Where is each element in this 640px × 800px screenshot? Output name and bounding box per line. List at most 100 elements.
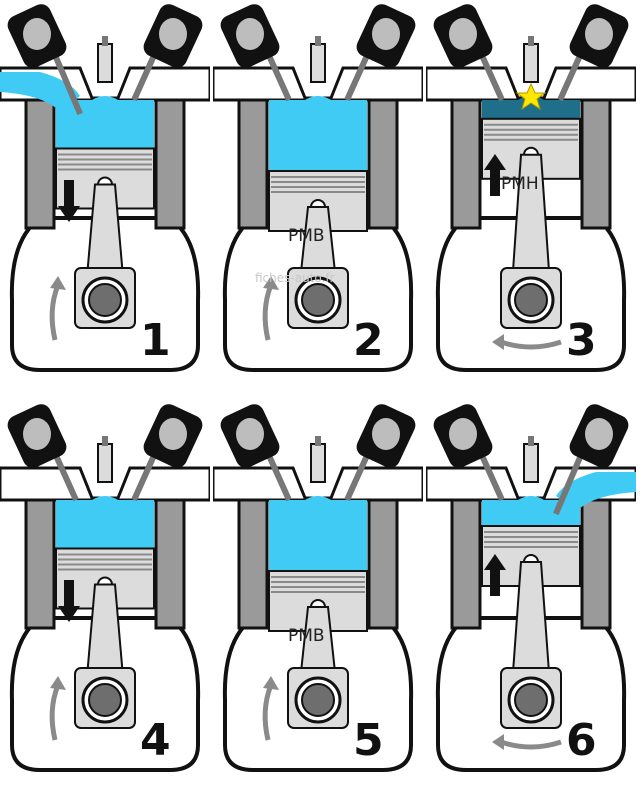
combustion-chamber: [269, 96, 367, 171]
position-label: PMH: [501, 174, 539, 194]
intake-rocker-cap: [236, 418, 264, 450]
engine-stroke-4: 4: [0, 404, 212, 772]
spark-plug: [97, 443, 113, 483]
position-label: PMB: [288, 226, 325, 246]
step-number: 5: [353, 715, 384, 766]
spark-icon: [515, 82, 547, 111]
cylinder-wall-left: [450, 98, 482, 230]
intake-flow: [0, 72, 80, 112]
crank-pin: [301, 683, 335, 717]
spark-plug: [523, 43, 539, 83]
panel-3: PMH 3: [424, 0, 638, 395]
rotation-arrow: [500, 739, 562, 750]
spark-plug-tip: [315, 436, 321, 446]
piston-arrow-head: [58, 606, 80, 622]
step-number: 6: [566, 715, 597, 766]
rotation-arrow: [49, 684, 61, 741]
watermark: fiches-auto.fr: [255, 271, 335, 285]
spark-plug-tip: [528, 436, 534, 446]
cylinder-wall-right: [367, 498, 399, 630]
cylinder-wall-right: [580, 98, 612, 230]
exhaust-rocker-cap: [159, 418, 187, 450]
piston-arrow-head: [484, 554, 506, 570]
panel-2: PMB 2: [211, 0, 425, 395]
cylinder-wall-left: [450, 498, 482, 630]
cylinder-wall-right: [580, 498, 612, 630]
intake-rocker-cap: [236, 18, 264, 50]
rotation-arrow-head: [263, 676, 279, 690]
rotation-arrow: [262, 284, 274, 341]
combustion-chamber: [56, 96, 154, 149]
cylinder-wall-right: [367, 98, 399, 230]
rotation-arrow: [500, 339, 562, 350]
engine-stroke-1: 1: [0, 4, 212, 372]
crank-pin: [88, 683, 122, 717]
engine-stroke-2: PMB 2: [211, 4, 425, 372]
intake-rocker-cap: [449, 418, 477, 450]
combustion-chamber: [482, 496, 580, 526]
combustion-chamber: [482, 96, 580, 119]
piston-arrow-shaft: [64, 180, 74, 208]
rotation-arrow-head: [50, 276, 66, 290]
crank-pin: [88, 283, 122, 317]
exhaust-rocker-cap: [372, 18, 400, 50]
cylinder-wall-right: [154, 498, 186, 630]
step-number: 3: [566, 315, 597, 366]
spark-plug-tip: [315, 36, 321, 46]
panel-6: 6: [424, 400, 638, 795]
cylinder-wall-left: [24, 98, 56, 230]
spark-plug: [310, 43, 326, 83]
cylinder-wall-left: [24, 498, 56, 630]
engine-drawing: PMB 5: [211, 404, 425, 772]
exhaust-rocker-cap: [159, 18, 187, 50]
intake-rocker-cap: [449, 18, 477, 50]
rotation-arrow: [49, 284, 61, 341]
engine-drawing: 4: [0, 404, 212, 772]
piston-arrow-head: [484, 154, 506, 170]
piston-arrow-shaft: [490, 568, 500, 596]
intake-rocker-cap: [23, 418, 51, 450]
spark-plug-tip: [102, 436, 108, 446]
step-number: 4: [140, 715, 171, 766]
spark-plug-tip: [528, 36, 534, 46]
step-number: 2: [353, 315, 384, 366]
piston-arrow-head: [58, 206, 80, 222]
engine-stroke-3: PMH 3: [424, 4, 638, 372]
watermark-text: fiches-auto.fr: [255, 271, 335, 285]
engine-drawing: PMH 3: [424, 4, 638, 372]
intake-rocker-cap: [23, 18, 51, 50]
cylinder-wall-left: [237, 498, 269, 630]
step-number: 1: [140, 315, 171, 366]
exhaust-rocker-cap: [372, 418, 400, 450]
spark-plug: [97, 43, 113, 83]
rotation-arrow-head: [492, 334, 504, 350]
piston-arrow-shaft: [490, 168, 500, 196]
position-label: PMB: [288, 626, 325, 646]
panel-5: PMB 5: [211, 400, 425, 795]
exhaust-flow: [556, 472, 636, 512]
panel-1: 1: [0, 0, 212, 395]
spark-plug-tip: [102, 36, 108, 46]
crank-pin: [514, 283, 548, 317]
exhaust-rocker-cap: [585, 18, 613, 50]
engine-stroke-6: 6: [424, 404, 638, 772]
spark-plug: [310, 443, 326, 483]
rotation-arrow-head: [492, 734, 504, 750]
engine-stroke-5: PMB 5: [211, 404, 425, 772]
rotation-arrow-head: [50, 676, 66, 690]
crank-pin: [301, 283, 335, 317]
crank-pin: [514, 683, 548, 717]
rotation-arrow: [262, 684, 274, 741]
combustion-chamber: [56, 496, 154, 549]
panel-4: 4: [0, 400, 212, 795]
combustion-chamber: [269, 496, 367, 571]
exhaust-rocker-cap: [585, 418, 613, 450]
piston-arrow-shaft: [64, 580, 74, 608]
engine-drawing: 1: [0, 4, 212, 372]
cylinder-wall-left: [237, 98, 269, 230]
engine-drawing: 6: [424, 404, 638, 772]
spark-plug: [523, 443, 539, 483]
cylinder-wall-right: [154, 98, 186, 230]
engine-drawing: PMB 2: [211, 4, 425, 372]
